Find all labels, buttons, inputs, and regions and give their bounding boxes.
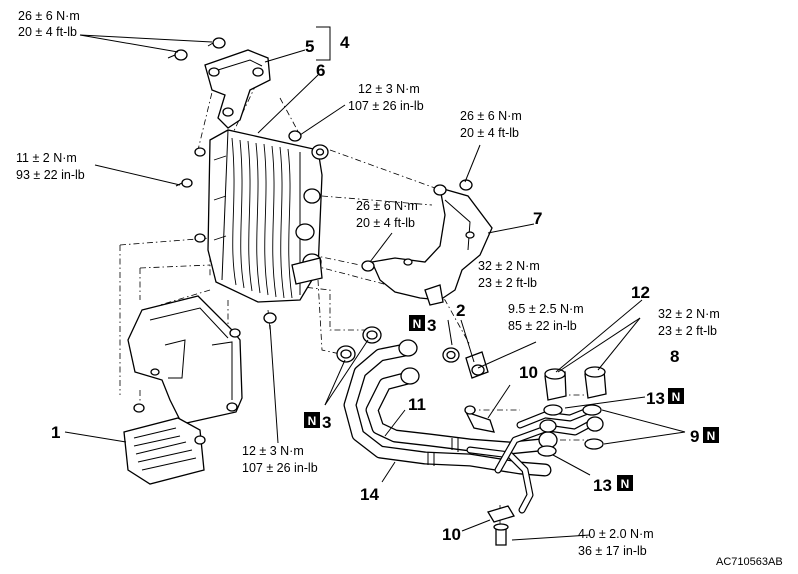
torque-1-nm: 26 ± 6 N·m bbox=[18, 9, 80, 23]
callout-3-lower: 3 bbox=[322, 413, 331, 432]
callout-13-lower: 13 bbox=[593, 476, 612, 495]
oil-hoses bbox=[343, 339, 552, 477]
torque-label-8: 32 ± 2 N·m 23 ± 2 ft-lb bbox=[658, 307, 720, 338]
torque-1-ft: 20 ± 4 ft-lb bbox=[18, 25, 77, 39]
new-mark-text: N bbox=[308, 414, 317, 428]
torque-label-2: 12 ± 3 N·m 107 ± 26 in-lb bbox=[348, 82, 424, 113]
callout-1: 1 bbox=[51, 423, 60, 442]
new-part-mark-9: N bbox=[703, 427, 719, 443]
callout-9: 9 bbox=[690, 427, 699, 446]
callout-11: 11 bbox=[408, 395, 426, 414]
new-mark-text: N bbox=[707, 429, 716, 443]
torque-8-ft: 23 ± 2 ft-lb bbox=[658, 324, 717, 338]
small-hardware bbox=[336, 326, 607, 546]
callout-12: 12 bbox=[631, 283, 650, 302]
torque-label-10: 4.0 ± 2.0 N·m 36 ± 17 in-lb bbox=[578, 527, 654, 558]
torque-2-ft: 107 ± 26 in-lb bbox=[348, 99, 424, 113]
torque-label-6: 32 ± 2 N·m 23 ± 2 ft-lb bbox=[478, 259, 540, 290]
torque-4-ft: 93 ± 22 in-lb bbox=[16, 168, 85, 182]
torque-10-nm: 4.0 ± 2.0 N·m bbox=[578, 527, 654, 541]
torque-label-1: 26 ± 6 N·m 20 ± 4 ft-lb bbox=[18, 9, 80, 39]
torque-6-nm: 32 ± 2 N·m bbox=[478, 259, 540, 273]
torque-3-ft: 20 ± 4 ft-lb bbox=[460, 126, 519, 140]
torque-6-ft: 23 ± 2 ft-lb bbox=[478, 276, 537, 290]
cooler-fins bbox=[213, 137, 293, 299]
new-mark-text: N bbox=[621, 477, 630, 491]
oil-cooler-core bbox=[194, 129, 329, 303]
callout-7: 7 bbox=[533, 209, 542, 228]
new-part-mark-13-upper: N bbox=[668, 388, 684, 404]
torque-label-4: 11 ± 2 N·m 93 ± 22 in-lb bbox=[16, 151, 85, 182]
figure-code: AC710563AB bbox=[716, 556, 783, 568]
torque-10-ft: 36 ± 17 in-lb bbox=[578, 544, 647, 558]
air-guide-duct bbox=[123, 295, 277, 485]
callout-8: 8 bbox=[670, 347, 679, 366]
alignment-lines bbox=[119, 71, 600, 530]
torque-4-nm: 11 ± 2 N·m bbox=[16, 151, 77, 165]
callout-10-upper: 10 bbox=[519, 363, 538, 382]
oil-pipes bbox=[466, 406, 604, 514]
torque-9-ft: 107 ± 26 in-lb bbox=[242, 461, 318, 475]
torque-label-5: 26 ± 6 N·m 20 ± 4 ft-lb bbox=[356, 199, 418, 230]
new-part-marks: N N N N N bbox=[304, 315, 719, 491]
bolt-cooler-side bbox=[175, 178, 193, 188]
new-mark-text: N bbox=[413, 317, 422, 331]
callout-5: 5 bbox=[305, 37, 314, 56]
callout-10-lower: 10 bbox=[442, 525, 461, 544]
callout-4: 4 bbox=[340, 33, 350, 52]
torque-9-nm: 12 ± 3 N·m bbox=[242, 444, 304, 458]
new-part-mark-13-lower: N bbox=[617, 475, 633, 491]
callout-13-upper: 13 bbox=[646, 389, 665, 408]
part-callouts: 1 2 3 3 4 5 6 7 8 9 10 10 11 12 13 13 14 bbox=[51, 33, 699, 544]
lower-bracket bbox=[361, 179, 493, 306]
new-part-mark-3-upper: N bbox=[409, 315, 425, 331]
callout-14: 14 bbox=[360, 485, 379, 504]
torque-5-ft: 20 ± 4 ft-lb bbox=[356, 216, 415, 230]
torque-label-3: 26 ± 6 N·m 20 ± 4 ft-lb bbox=[460, 109, 522, 140]
torque-5-nm: 26 ± 6 N·m bbox=[356, 199, 418, 213]
new-part-mark-3-lower: N bbox=[304, 412, 320, 428]
torque-label-7: 9.5 ± 2.5 N·m 85 ± 22 in-lb bbox=[508, 302, 584, 333]
upper-bracket bbox=[167, 37, 271, 129]
torque-7-nm: 9.5 ± 2.5 N·m bbox=[508, 302, 584, 316]
torque-8-nm: 32 ± 2 N·m bbox=[658, 307, 720, 321]
torque-2-nm: 12 ± 3 N·m bbox=[358, 82, 420, 96]
leader-lines bbox=[64, 26, 686, 541]
torque-label-9: 12 ± 3 N·m 107 ± 26 in-lb bbox=[242, 444, 318, 475]
callout-6: 6 bbox=[316, 61, 325, 80]
callout-3-upper: 3 bbox=[427, 316, 436, 335]
torque-3-nm: 26 ± 6 N·m bbox=[460, 109, 522, 123]
callout-2: 2 bbox=[456, 301, 465, 320]
new-mark-text: N bbox=[672, 390, 681, 404]
torque-7-ft: 85 ± 22 in-lb bbox=[508, 319, 577, 333]
